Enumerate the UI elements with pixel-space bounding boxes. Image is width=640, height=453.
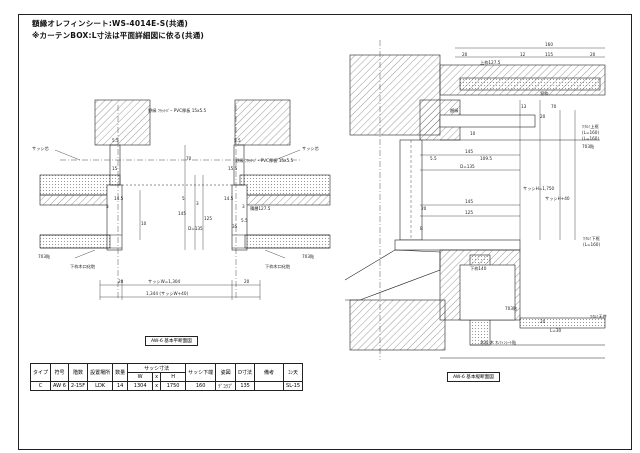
svg-text:145: 145	[465, 199, 473, 204]
svg-text:3: 3	[196, 201, 199, 206]
svg-text:20: 20	[421, 206, 427, 211]
svg-text:木枠 木 ｵﾚﾌｨﾝｼｰﾄ貼: 木枠 木 ｵﾚﾌｨﾝｼｰﾄ貼	[480, 339, 517, 346]
table-header-row: タイプ 符号 階数 設置場所 数量 サッシ寸法 サッシ下端 姿図 D寸法 備考 …	[29, 363, 304, 382]
svg-text:上枠127.5: 上枠127.5	[480, 59, 501, 66]
svg-text:70: 70	[186, 156, 192, 161]
sash-center-left: サッシ芯	[32, 145, 49, 152]
bottom-left-label: 下枠木口化粧	[70, 263, 96, 270]
svg-text:12: 12	[520, 52, 526, 57]
svg-text:サッシH=1,750: サッシH=1,750	[523, 186, 555, 192]
insulation-right	[239, 174, 331, 196]
svg-text:145: 145	[178, 211, 186, 216]
label-703-left: 703貼	[38, 253, 51, 260]
spec-table: タイプ 符号 階数 設置場所 数量 サッシ寸法 サッシ下端 姿図 D寸法 備考 …	[29, 363, 304, 391]
svg-text:B: B	[420, 226, 423, 231]
svg-text:ﾂｸﾙﾐ天井: ﾂｸﾙﾐ天井	[590, 313, 607, 320]
svg-text:L=30: L=30	[550, 328, 562, 333]
svg-text:D=135: D=135	[460, 164, 475, 169]
svg-text:125: 125	[465, 210, 473, 215]
svg-text:(L=160): (L=160)	[582, 136, 599, 141]
total-w-dim: 1,344 (サッシW+40)	[146, 291, 188, 297]
svg-text:(L=160): (L=160)	[582, 130, 599, 135]
title-line-1: 額縁オレフィンシート:WS-4014E-S(共通)	[32, 19, 189, 28]
svg-text:ﾂｸﾙﾐ上框: ﾂｸﾙﾐ上框	[582, 123, 600, 130]
svg-text:5.5: 5.5	[112, 138, 119, 143]
board-right	[244, 194, 331, 206]
svg-text:サッシH+40: サッシH+40	[545, 196, 570, 202]
svg-text:3: 3	[106, 204, 109, 209]
svg-text:ﾂｸﾙﾐ下框: ﾂｸﾙﾐ下框	[583, 235, 601, 242]
svg-text:積層127.5: 積層127.5	[250, 205, 271, 212]
title-line-2: ※カーテンBOX:L寸法は平面詳細図に依る(共通)	[32, 31, 205, 40]
svg-text:15: 15	[112, 166, 118, 171]
wall-right-top	[234, 99, 291, 146]
svg-text:3: 3	[242, 204, 245, 209]
svg-text:70: 70	[551, 104, 557, 109]
svg-text:14.5: 14.5	[224, 196, 234, 201]
svg-text:20: 20	[462, 52, 468, 57]
svg-text:20: 20	[540, 319, 546, 324]
svg-text:下枠140: 下枠140	[470, 265, 487, 272]
ctc-label-left: 野縁 ﾌﾗｯﾄﾊﾞｰ PVC厚板 15x5.5	[148, 107, 207, 114]
plan-caption: AW-6 基本平断面図	[145, 336, 198, 346]
svg-text:125: 125	[204, 216, 212, 221]
svg-text:10: 10	[470, 131, 476, 136]
svg-text:160: 160	[545, 42, 553, 47]
plan-view	[39, 99, 331, 300]
svg-text:10: 10	[141, 221, 147, 226]
sash-w-dim: サッシW=1,304	[148, 279, 181, 285]
svg-text:20: 20	[540, 114, 546, 119]
ctc-label-right: 野縁 ﾌﾗｯﾄﾊﾞｰ PVC厚板 15x5.5	[235, 157, 294, 164]
svg-text:115: 115	[545, 52, 553, 57]
section-labels: 160 20 12 115 20 上枠127.5 10 145 5.5 109.…	[420, 42, 607, 346]
wall-left-top	[94, 99, 151, 146]
sash-center-right: サッシ芯	[302, 145, 319, 152]
svg-text:15.5: 15.5	[228, 166, 238, 171]
svg-text:703貼: 703貼	[505, 305, 518, 312]
drawing-frame	[18, 14, 632, 450]
svg-text:5.5: 5.5	[430, 156, 437, 161]
table-row: C AW 6 2-15F LDK 14 1304 x 1750 160 ﾃﾞｺﾗ…	[29, 381, 304, 391]
svg-text:703貼: 703貼	[582, 143, 595, 150]
section-view	[344, 40, 606, 360]
svg-text:5: 5	[182, 196, 185, 201]
svg-text:20: 20	[590, 52, 596, 57]
svg-text:35: 35	[232, 224, 238, 229]
svg-text:14.5: 14.5	[114, 196, 124, 201]
svg-text:D=135: D=135	[188, 226, 203, 231]
svg-text:109.5: 109.5	[480, 156, 492, 161]
bottom-right-label: 下枠木口化粧	[265, 263, 291, 270]
label-703-right: 703貼	[302, 253, 315, 260]
svg-text:額縁: 額縁	[450, 107, 458, 114]
svg-text:13: 13	[521, 104, 527, 109]
svg-text:20: 20	[118, 279, 124, 284]
svg-text:窓枠: 窓枠	[540, 90, 549, 97]
svg-text:(L=160): (L=160)	[583, 242, 600, 247]
svg-text:5.5: 5.5	[234, 138, 241, 143]
svg-text:145: 145	[465, 149, 473, 154]
board-left	[39, 194, 116, 206]
section-caption: AW-6 基本縦断面図	[447, 372, 500, 382]
plan-labels: サッシ芯 サッシ芯 野縁 ﾌﾗｯﾄﾊﾞｰ PVC厚板 15x5.5 野縁 ﾌﾗｯ…	[32, 107, 319, 297]
svg-text:20: 20	[244, 279, 250, 284]
svg-text:5.5: 5.5	[241, 218, 248, 223]
